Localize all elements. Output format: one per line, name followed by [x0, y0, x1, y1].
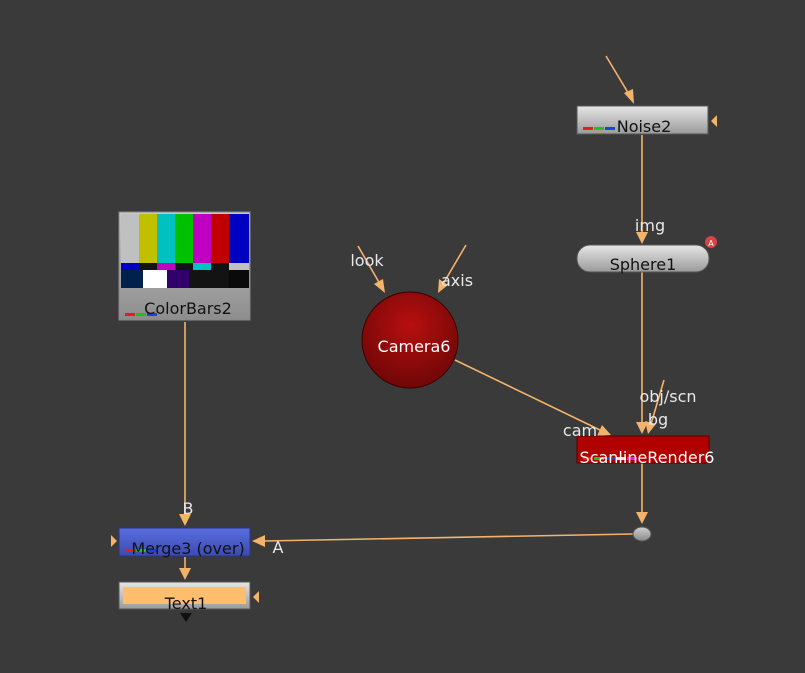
edge-camera-axis-input[interactable]: [442, 244, 467, 285]
merge3-channel-green: [136, 549, 146, 552]
colorbars2-label: ColorBars2: [144, 299, 232, 318]
port-label-obj-scn: obj/scn: [639, 387, 696, 406]
noise2-label: Noise2: [617, 117, 672, 136]
scanline-channel-extra: [627, 457, 637, 460]
port-label-b: B: [183, 499, 194, 518]
arrow-noise-input: [624, 89, 634, 104]
sphere1-badge-letter: A: [708, 239, 714, 248]
text1-swatch: [123, 587, 246, 604]
edge-noise-input[interactable]: [605, 55, 631, 97]
sphere1-badge-icon: [705, 236, 717, 248]
node-camera6[interactable]: Camera6: [361, 291, 459, 389]
edge-camera-to-scanline[interactable]: [454, 359, 601, 431]
scanlinerender6-label: ScanlineRender6: [580, 448, 715, 467]
edge-camera-look-input[interactable]: [357, 245, 381, 285]
sphere1-label: Sphere1: [610, 255, 677, 274]
colorbars2-channel-red: [125, 313, 135, 316]
arrow-scanline-obj: [636, 422, 648, 434]
node-noise2[interactable]: Noise2: [576, 105, 717, 136]
arrow-camera-look: [374, 279, 385, 293]
arrow-merge-a: [252, 535, 265, 547]
scanline-channel-alpha: [616, 457, 626, 460]
noise2-mask-input-arrow[interactable]: [711, 115, 717, 127]
arrow-scanline-bg: [645, 421, 656, 434]
scanline-channel-red: [583, 457, 593, 460]
edge-dot-to-merge[interactable]: [263, 533, 634, 542]
scanline-channel-blue: [605, 457, 615, 460]
port-label-look: look: [350, 251, 384, 270]
arrow-dot-input: [636, 512, 648, 524]
text1-label: Text1: [164, 594, 208, 613]
arrow-merge-b: [179, 514, 191, 526]
arrow-sphere-img: [636, 232, 648, 244]
text1-output-arrow[interactable]: [180, 613, 192, 622]
port-label-axis: axis: [441, 271, 473, 290]
port-label-cam: cam: [563, 421, 597, 440]
node-scanlinerender6[interactable]: ScanlineRender6: [576, 435, 715, 467]
node-sphere1[interactable]: Sphere1 A: [576, 236, 717, 274]
arrow-text-input: [179, 568, 191, 580]
port-label-bg: bg: [648, 410, 668, 429]
noise2-channel-green: [594, 127, 604, 130]
node-text1[interactable]: Text1: [118, 581, 259, 613]
arrow-scanline-cam: [597, 425, 611, 436]
noise2-channel-red: [583, 127, 593, 130]
merge3-channel-blue: [147, 549, 157, 552]
colorbars2-channel-green: [136, 313, 146, 316]
text1-mask-input-arrow[interactable]: [253, 591, 259, 603]
noise2-channel-blue: [605, 127, 615, 130]
colorbars2-channel-blue: [147, 313, 157, 316]
node-merge3[interactable]: Merge3 (over): [111, 527, 251, 558]
merge3-channel-red: [125, 549, 135, 552]
sphere1-body: [576, 244, 710, 273]
edges: [179, 55, 665, 580]
node-colorbars2[interactable]: ColorBars2: [118, 211, 251, 321]
camera6-body: [361, 291, 459, 389]
edge-scanline-bg-input[interactable]: [650, 379, 665, 425]
dot-node[interactable]: [632, 526, 652, 542]
scanline-channel-green: [594, 457, 604, 460]
camera6-label: Camera6: [378, 337, 451, 356]
merge3-label: Merge3 (over): [131, 539, 244, 558]
arrow-camera-axis: [438, 279, 448, 293]
merge3-mask-input-arrow[interactable]: [111, 535, 117, 547]
port-label-a: A: [273, 538, 284, 557]
port-label-img: img: [635, 216, 665, 235]
colorbars-thumbnail: [121, 214, 249, 288]
